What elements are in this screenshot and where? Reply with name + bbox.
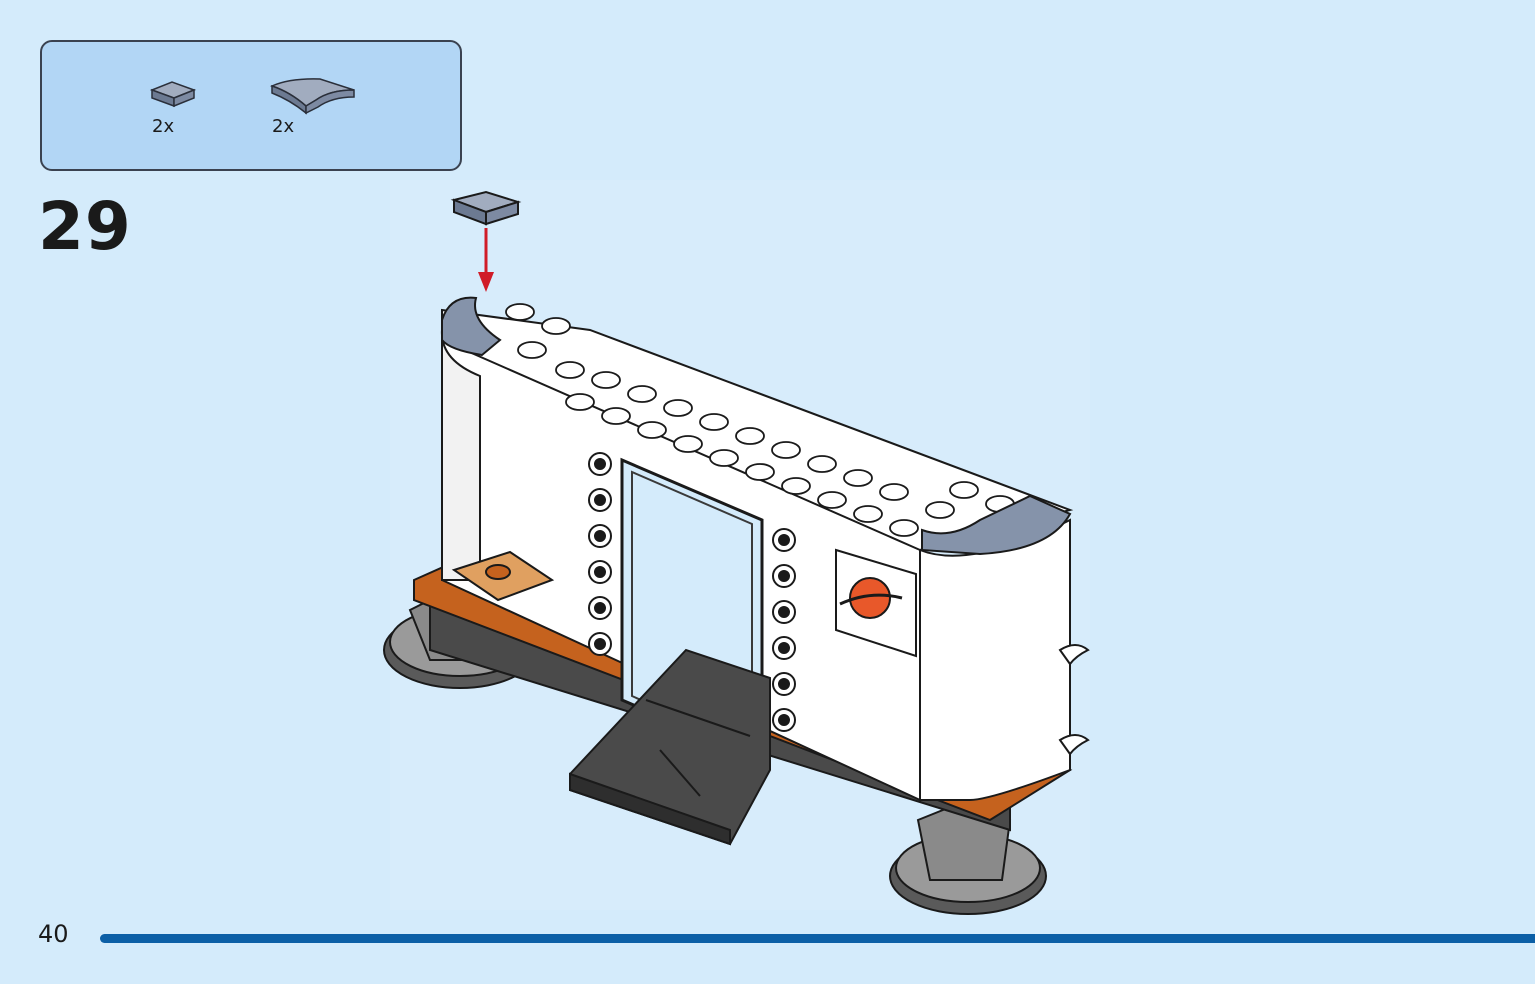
progress-bar [100, 934, 1535, 943]
clip-icons [1058, 644, 1090, 756]
page-number: 40 [38, 920, 69, 948]
tile-1x1-icon [149, 81, 197, 108]
tile-round-corner-icon [269, 78, 355, 115]
placement-arrow-icon [478, 228, 494, 292]
ramp [569, 648, 771, 846]
right-foot [889, 798, 1047, 915]
parts-callout: 2x 2x [40, 40, 462, 171]
model-illustration [383, 180, 1090, 915]
part-qty: 2x [272, 116, 295, 137]
orange-tile [451, 550, 555, 602]
floating-tile-icon [450, 190, 522, 226]
space-logo-icon [835, 548, 917, 658]
part-tile-round-corner: 2x [269, 76, 356, 137]
step-number: 29 [38, 188, 132, 265]
part-qty: 2x [152, 116, 175, 137]
part-tile-1x1: 2x [149, 80, 197, 137]
